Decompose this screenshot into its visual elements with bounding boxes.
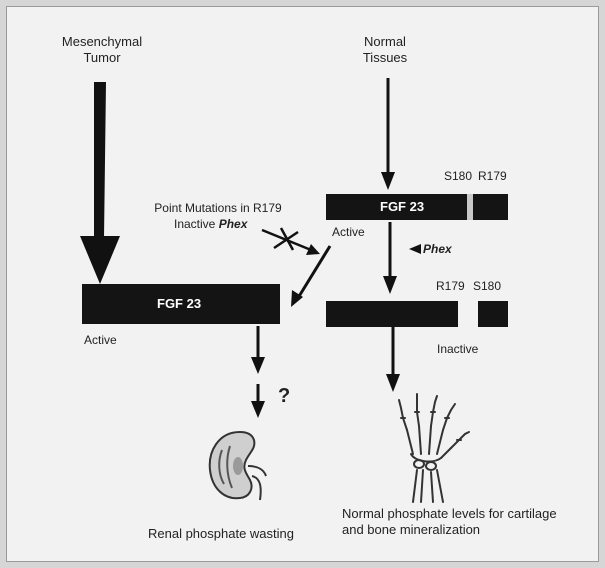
inactive-to-bone-arrow bbox=[386, 327, 400, 392]
renal-phosphate-wasting-label: Renal phosphate wasting bbox=[148, 526, 294, 542]
site-r179-top: R179 bbox=[478, 168, 507, 184]
fgf23-bar-tumor-label: FGF 23 bbox=[157, 296, 201, 311]
site-s180-top: S180 bbox=[444, 168, 472, 184]
site-r179-bottom: R179 bbox=[436, 278, 465, 294]
phex-mutant-label: Phex bbox=[219, 217, 248, 231]
fgf23-bar-intact-label: FGF 23 bbox=[380, 199, 424, 214]
fgf23-fragment-c-terminal bbox=[478, 301, 508, 327]
site-s180-bottom: S180 bbox=[473, 278, 501, 294]
inactive-phex-label: Inactive Phex bbox=[174, 216, 247, 232]
inactive-label-right: Inactive bbox=[437, 341, 478, 357]
active-label-right: Active bbox=[332, 224, 365, 240]
normal-tissues-arrow bbox=[381, 78, 395, 190]
inactive-prefix: Inactive bbox=[174, 217, 215, 231]
hand-skeleton-icon bbox=[393, 392, 473, 504]
phex-cleavage-arrow bbox=[383, 222, 397, 294]
active-label-left: Active bbox=[84, 332, 117, 348]
phex-label: Phex bbox=[423, 241, 452, 257]
fgf23-fragment-n-terminal bbox=[326, 301, 458, 327]
phex-pointer-arrow bbox=[409, 244, 421, 254]
active-to-left-fgf23-arrow bbox=[291, 246, 330, 307]
unknown-mechanism-mark: ? bbox=[278, 385, 290, 407]
normal-phosphate-label: Normal phosphate levels for cartilage an… bbox=[342, 506, 557, 538]
blocked-phex-arrow bbox=[262, 228, 320, 255]
cleavage-site-mark bbox=[467, 194, 473, 220]
point-mutations-label: Point Mutations in R179 bbox=[138, 200, 298, 216]
tumor-to-fgf23-arrow bbox=[80, 82, 120, 284]
kidney-icon bbox=[200, 426, 280, 506]
fgf23-to-kidney-arrows bbox=[251, 326, 265, 418]
